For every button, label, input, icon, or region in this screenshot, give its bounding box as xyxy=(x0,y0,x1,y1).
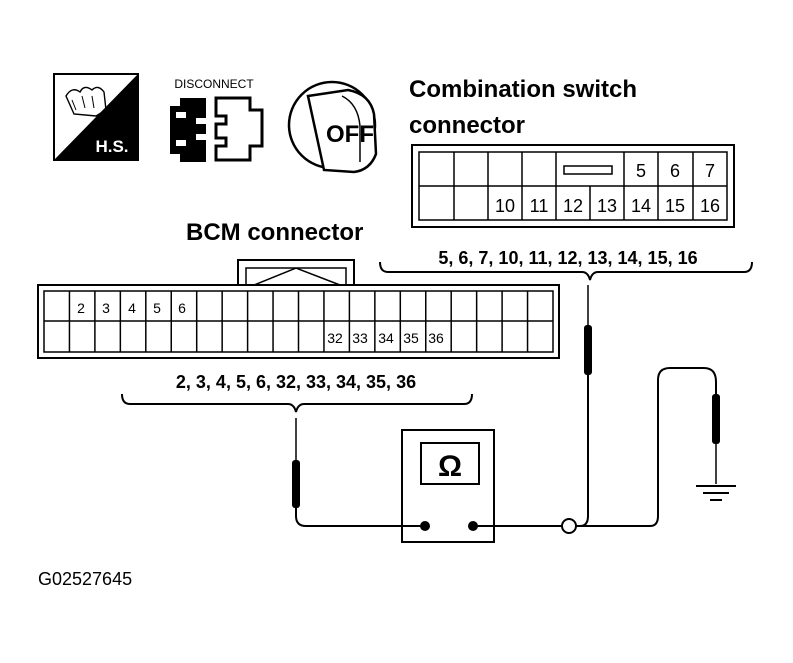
cs-pin-10: 10 xyxy=(495,196,515,216)
bcm-brace xyxy=(121,393,473,413)
bcm-pin-32: 32 xyxy=(327,330,343,346)
figure-id: G02527645 xyxy=(38,569,132,589)
bcm-pin-5: 5 xyxy=(153,300,161,316)
bcm-pin-4: 4 xyxy=(128,300,136,316)
hand-tool-icon: H.S. xyxy=(53,73,139,161)
hs-label: H.S. xyxy=(95,137,128,156)
cs-pin-7: 7 xyxy=(705,161,715,181)
combination-switch-pin-list: 5, 6, 7, 10, 11, 12, 13, 14, 15, 16 xyxy=(438,248,697,268)
ground-icon xyxy=(696,485,736,501)
cs-pin-5: 5 xyxy=(636,161,646,181)
bcm-pin-35: 35 xyxy=(403,330,419,346)
bcm-pin-3: 3 xyxy=(102,300,110,316)
combination-switch-title-line2: connector xyxy=(409,112,525,139)
disconnect-label: DISCONNECT xyxy=(174,77,254,91)
ignition-off-icon: OFF xyxy=(287,80,378,174)
cs-pin-13: 13 xyxy=(597,196,617,216)
wire-junction xyxy=(561,518,577,534)
bcm-pin-list: 2, 3, 4, 5, 6, 32, 33, 34, 35, 36 xyxy=(176,372,416,392)
combination-switch-title-line1: Combination switch xyxy=(409,76,637,103)
bcm-cavity-grid xyxy=(68,291,529,352)
cs-pin-16: 16 xyxy=(700,196,720,216)
probe-wires xyxy=(295,367,717,527)
bcm-connector: 2 3 4 5 6 32 33 34 35 36 xyxy=(37,259,560,359)
cs-pin-14: 14 xyxy=(631,196,651,216)
combination-switch-probe xyxy=(584,285,592,375)
cs-pin-11: 11 xyxy=(530,196,549,216)
bcm-probe xyxy=(292,418,300,508)
bcm-pin-33: 33 xyxy=(352,330,368,346)
bcm-pin-34: 34 xyxy=(378,330,394,346)
cs-pin-6: 6 xyxy=(670,161,680,181)
disconnect-icon: DISCONNECT xyxy=(170,77,264,162)
bcm-title: BCM connector xyxy=(186,219,363,246)
cs-pin-12: 12 xyxy=(563,196,583,216)
cs-pin-15: 15 xyxy=(665,196,685,216)
ohm-symbol: Ω xyxy=(438,450,462,483)
off-label: OFF xyxy=(326,121,374,148)
bcm-pin-6: 6 xyxy=(178,300,186,316)
ohmmeter: Ω xyxy=(401,429,495,543)
bcm-pin-36: 36 xyxy=(428,330,444,346)
combination-switch-brace xyxy=(379,261,753,281)
combination-switch-connector: 5 6 7 10 11 12 13 14 15 16 xyxy=(411,144,735,228)
ground-probe xyxy=(712,394,720,484)
bcm-pin-2: 2 xyxy=(77,300,85,316)
